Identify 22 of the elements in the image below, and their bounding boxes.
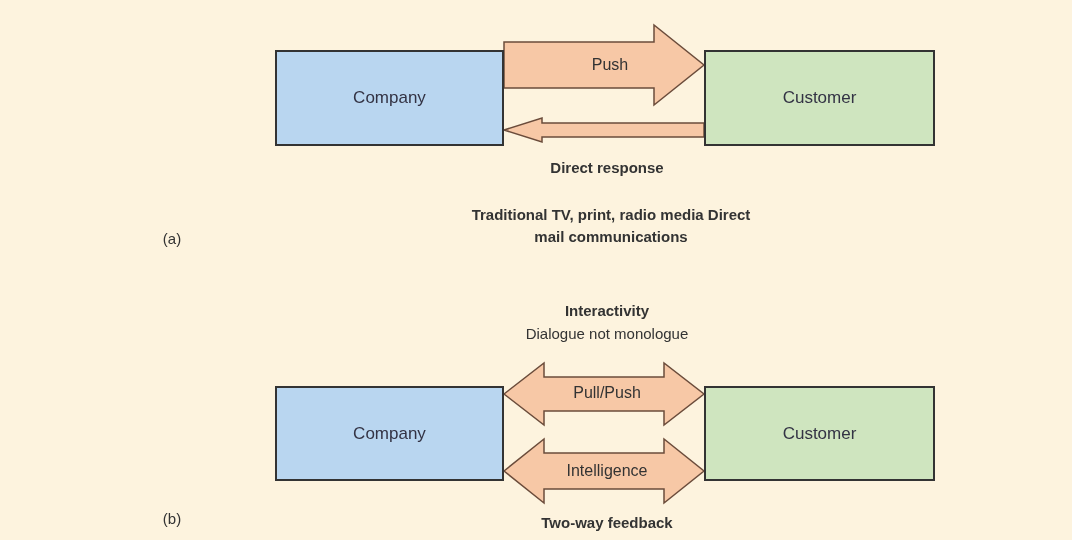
note-text: Dialogue not monologue [525,324,689,342]
process-box [275,386,504,481]
process-box [704,50,935,146]
node-label: Company [353,88,426,108]
block-arrow [503,116,705,144]
note-text: (b) [162,509,182,527]
node-label: Customer [782,423,857,444]
process-box [275,50,504,146]
node-label: Customer [782,88,857,108]
node-label: Company [353,423,426,444]
edge-label: Direct response [550,158,664,176]
process-box [704,386,935,481]
note-text: (a) [162,229,182,247]
edge-label: Intelligence [566,462,648,480]
block-arrow [503,23,705,107]
block-arrow [502,437,705,505]
edge-label: Pull/Push [573,384,641,402]
note-text: Two-way feedback [541,513,673,531]
note-text: Interactivity [564,301,650,319]
note-text: Traditional TV, print, radio media Direct mail communications [470,205,752,247]
edge-label: Push [591,56,629,74]
block-arrow [502,361,705,427]
